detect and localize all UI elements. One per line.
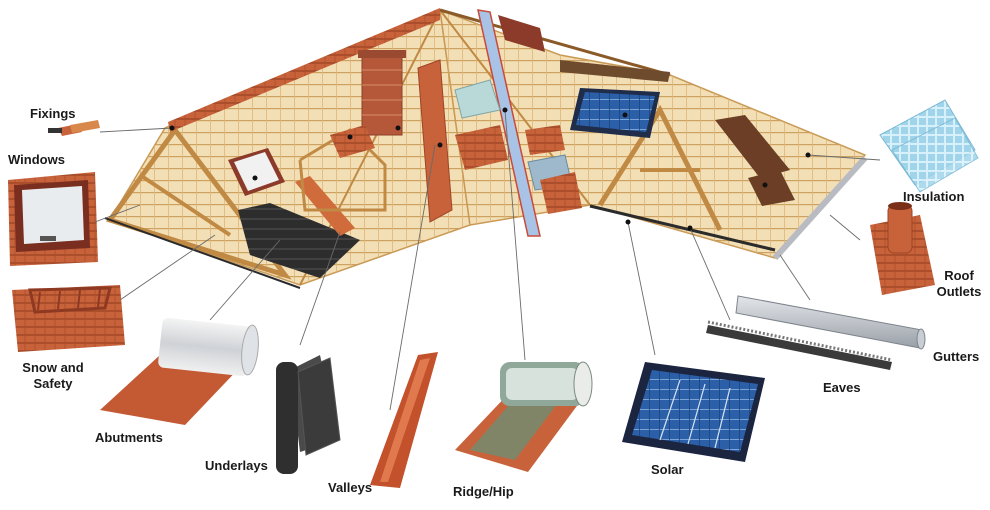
gutters-illustration [735,295,926,350]
roof-structure [104,8,868,289]
label-abutments: Abutments [95,430,163,445]
chimney [358,50,406,136]
label-windows: Windows [8,152,65,167]
label-snow-safety: Snow and Safety [22,360,84,391]
underlays-illustration [276,355,341,474]
leader-lines [94,109,881,411]
solar-illustration [622,362,765,462]
label-ridge-hip: Ridge/Hip [453,484,514,499]
snow-safety-illustration [12,285,125,352]
abutments-illustration [100,318,259,425]
roof-valley-strip [417,59,453,223]
roof-solar-panel [570,88,660,138]
leader-dots [169,107,811,231]
label-underlays: Underlays [205,458,268,473]
underlay-patch [238,203,360,278]
label-insulation: Insulation [903,189,965,204]
valleys-illustration [370,352,438,488]
label-eaves: Eaves [823,380,861,395]
ridge-hip-strip [477,9,541,237]
label-solar: Solar [651,462,684,477]
roof-outlets-illustration [870,202,935,295]
eaves-illustration [706,320,893,370]
roof-window [228,148,285,196]
insulation-illustration [879,99,979,193]
fixings-illustration [48,120,100,136]
label-gutters: Gutters [933,349,980,364]
windows-illustration [8,172,98,266]
label-roof-outlets: Roof Outlets [936,268,982,299]
label-valleys: Valleys [328,480,373,495]
ridge-hip-illustration [455,361,593,472]
label-fixings: Fixings [30,106,76,121]
